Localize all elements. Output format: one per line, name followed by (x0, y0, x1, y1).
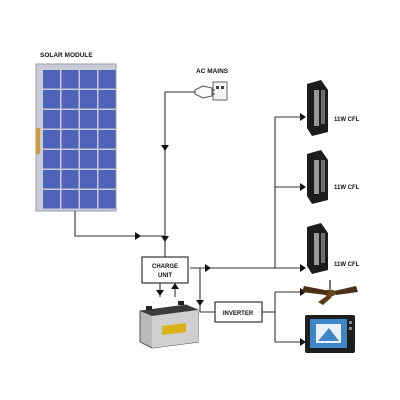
solar-cell (98, 110, 116, 129)
solar-cell (98, 70, 116, 89)
ac-mains-label: AC MAINS (196, 68, 229, 75)
solar-cell (61, 110, 79, 129)
solar-cell (80, 70, 97, 89)
cfl-lamp-icon (307, 80, 328, 136)
cfl-label-2: 11W CFL (334, 185, 360, 191)
cfl-lamp-icon (307, 223, 328, 274)
plug-icon (194, 81, 228, 101)
cfl-label-3: 11W CFL (334, 262, 360, 268)
solar-cell (61, 190, 79, 209)
flow-arrows (135, 113, 306, 346)
solar-cell (43, 90, 60, 109)
solar-cell (43, 190, 60, 209)
solar-cell (98, 170, 116, 189)
solar-cell (61, 170, 79, 189)
solar-cell (80, 170, 97, 189)
solar-cell (43, 130, 60, 149)
solar-cell (61, 150, 79, 169)
solar-cell (61, 130, 79, 149)
solar-module-label: SOLAR MODULE (40, 52, 93, 59)
solar-cell (80, 90, 97, 109)
solar-cell (98, 150, 116, 169)
solar-cell (80, 110, 97, 129)
solar-cell (80, 190, 97, 209)
cfl-lamp-icon (307, 150, 328, 204)
charge-unit-label-line1: CHARGE (152, 264, 178, 270)
solar-cell (43, 70, 60, 89)
solar-cell (61, 90, 79, 109)
battery-icon (139, 301, 199, 349)
television-icon (305, 315, 355, 353)
charge-unit-box (141, 256, 189, 284)
solar-cell (43, 150, 60, 169)
solar-cell (98, 90, 116, 109)
solar-cell (43, 110, 60, 129)
cfl-label-1: 11W CFL (334, 117, 360, 123)
charge-unit-label-line2: UNIT (158, 273, 172, 279)
solar-cell (61, 70, 79, 89)
solar-cell (43, 170, 60, 189)
solar-panel-icon (35, 63, 117, 212)
inverter-label: INVERTER (223, 311, 254, 317)
solar-cell (98, 130, 116, 149)
inverter-box (214, 301, 263, 323)
ceiling-fan-icon (302, 280, 358, 305)
solar-cell (80, 130, 97, 149)
solar-cell (98, 190, 116, 209)
solar-cell (80, 150, 97, 169)
